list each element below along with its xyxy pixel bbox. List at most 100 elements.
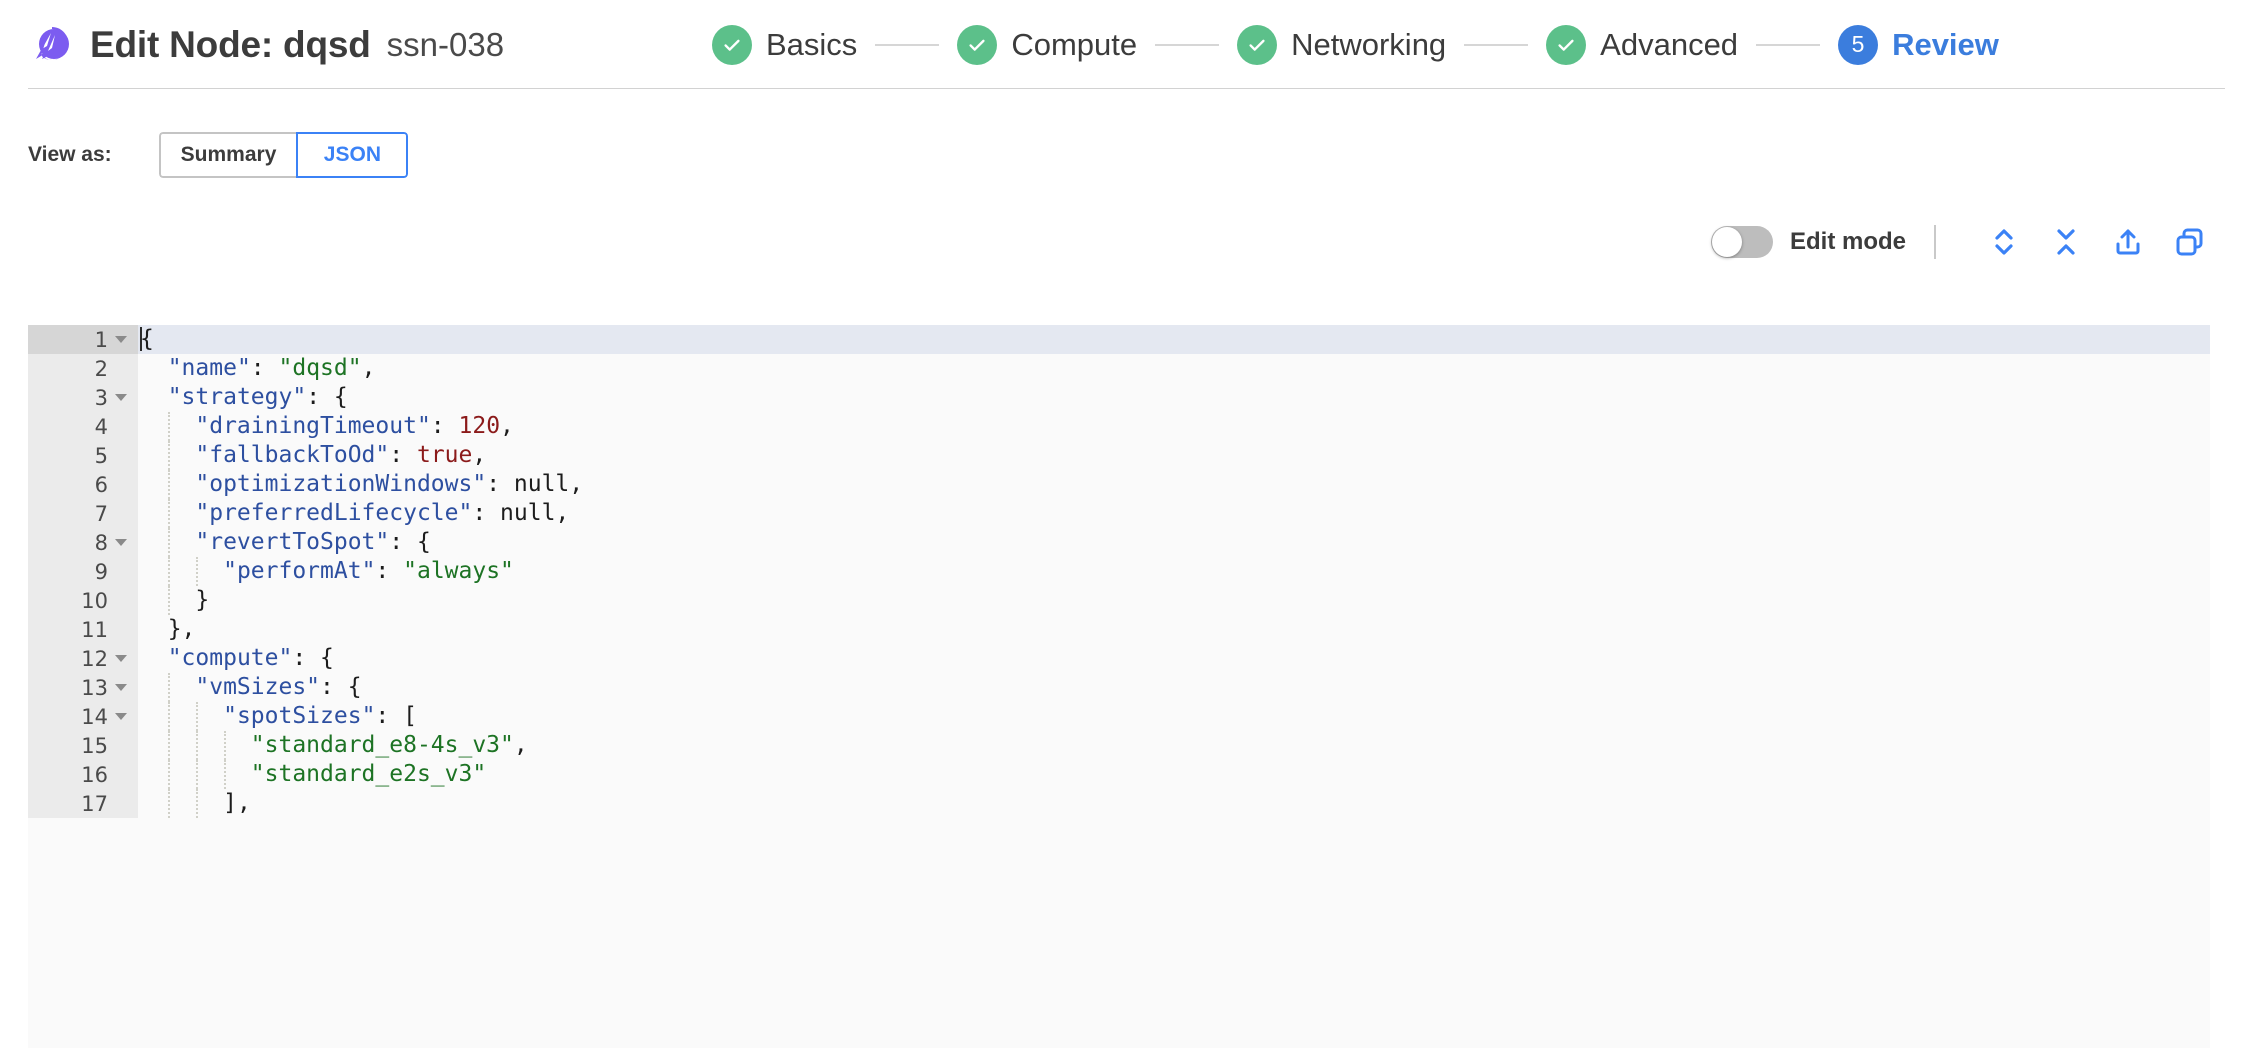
code-token: : {: [389, 529, 431, 555]
code-line[interactable]: 17 ],: [28, 789, 2210, 818]
indent-guide: [196, 557, 198, 586]
step-review[interactable]: 5 Review: [1838, 24, 1999, 65]
indent-guide: [168, 673, 170, 702]
fold-toggle-icon[interactable]: [112, 713, 130, 720]
code-line-text: "standard_e8-4s_v3",: [138, 731, 2210, 760]
code-token: "strategy": [167, 384, 307, 410]
indent-guide: [168, 441, 170, 470]
code-line-text: ],: [138, 789, 2210, 818]
step-basics-label: Basics: [766, 26, 858, 62]
step-networking[interactable]: Networking: [1237, 24, 1447, 65]
edit-mode-toggle[interactable]: [1710, 226, 1773, 258]
indent-guide: [196, 731, 198, 760]
code-line-text: "name": "dqsd",: [138, 354, 2210, 383]
view-as-toggle-group: Summary JSON: [158, 132, 409, 178]
fold-toggle-icon[interactable]: [112, 394, 130, 401]
step-networking-label: Networking: [1291, 26, 1447, 62]
step-compute[interactable]: Compute: [957, 24, 1137, 65]
line-number: 6: [94, 472, 108, 497]
code-token: : {: [320, 674, 362, 700]
collapse-all-icon[interactable]: [2046, 222, 2086, 262]
code-line[interactable]: 4 "drainingTimeout": 120,: [28, 412, 2210, 441]
code-token: {: [140, 326, 154, 352]
indent-guide: [168, 789, 170, 818]
code-line-text: "vmSizes": {: [138, 673, 2210, 702]
code-line[interactable]: 12 "compute": {: [28, 644, 2210, 673]
code-line[interactable]: 11 },: [28, 615, 2210, 644]
line-gutter: 8: [28, 528, 138, 557]
step-basics[interactable]: Basics: [712, 24, 858, 65]
brand: Edit Node: dqsd ssn-038: [28, 23, 504, 67]
line-gutter: 6: [28, 470, 138, 499]
line-number: 5: [94, 443, 108, 468]
code-line[interactable]: 14 "spotSizes": [: [28, 702, 2210, 731]
code-line[interactable]: 1{: [28, 325, 2210, 354]
code-line[interactable]: 15 "standard_e8-4s_v3",: [28, 731, 2210, 760]
line-number: 7: [94, 501, 108, 526]
code-line-text: "fallbackToOd": true,: [138, 441, 2210, 470]
code-token: true: [416, 442, 473, 468]
edit-mode-label: Edit mode: [1789, 228, 1906, 255]
line-gutter: 13: [28, 673, 138, 702]
line-gutter: 7: [28, 499, 138, 528]
code-token: 120: [458, 413, 501, 439]
line-number: 8: [94, 530, 108, 555]
view-as-json-button[interactable]: JSON: [296, 132, 409, 178]
code-token: "dqsd": [278, 355, 362, 381]
code-line-text: "standard_e2s_v3": [138, 760, 2210, 789]
toolbar-divider: [1934, 225, 1936, 259]
line-number: 13: [81, 675, 108, 700]
json-code-editor[interactable]: 1{2 "name": "dqsd",3 "strategy": {4 "dra…: [28, 325, 2210, 1048]
page-title: Edit Node: dqsd: [90, 23, 371, 65]
step-advanced[interactable]: Advanced: [1546, 24, 1739, 65]
code-line-text: "strategy": {: [138, 383, 2210, 412]
export-icon[interactable]: [2108, 222, 2148, 262]
code-token: "optimizationWindows": [195, 471, 487, 497]
code-line[interactable]: 10 }: [28, 586, 2210, 615]
step-connector-1: [875, 43, 940, 46]
line-number: 1: [94, 327, 108, 352]
code-token: "vmSizes": [195, 674, 321, 700]
expand-all-icon[interactable]: [1984, 222, 2024, 262]
step-advanced-label: Advanced: [1600, 26, 1739, 62]
code-line-text: "spotSizes": [: [138, 702, 2210, 731]
fold-toggle-icon[interactable]: [112, 539, 130, 546]
code-line[interactable]: 8 "revertToSpot": {: [28, 528, 2210, 557]
code-token: ,: [500, 413, 514, 439]
code-line[interactable]: 2 "name": "dqsd",: [28, 354, 2210, 383]
code-line[interactable]: 7 "preferredLifecycle": null,: [28, 499, 2210, 528]
line-gutter: 2: [28, 354, 138, 383]
fold-toggle-icon[interactable]: [112, 655, 130, 662]
step-review-marker: 5: [1838, 24, 1879, 65]
code-line-text: },: [138, 615, 2210, 644]
step-compute-marker: [957, 24, 998, 65]
line-number: 16: [81, 762, 108, 787]
line-number: 3: [94, 385, 108, 410]
indent-guide: [168, 557, 170, 586]
code-line-text: {: [138, 325, 2210, 354]
code-line[interactable]: 3 "strategy": {: [28, 383, 2210, 412]
line-gutter: 15: [28, 731, 138, 760]
copy-icon[interactable]: [2170, 222, 2210, 262]
code-line[interactable]: 6 "optimizationWindows": null,: [28, 470, 2210, 499]
fold-toggle-icon[interactable]: [112, 336, 130, 343]
code-line-text: }: [138, 586, 2210, 615]
code-token: },: [167, 616, 196, 642]
indent-guide: [168, 528, 170, 557]
code-token: : {: [292, 645, 334, 671]
code-token: : null,: [472, 500, 570, 526]
line-number: 12: [81, 646, 108, 671]
step-connector-3: [1464, 43, 1529, 46]
fold-toggle-icon[interactable]: [112, 684, 130, 691]
code-token: }: [195, 587, 210, 613]
header-divider: [28, 88, 2225, 89]
code-line[interactable]: 13 "vmSizes": {: [28, 673, 2210, 702]
code-line[interactable]: 5 "fallbackToOd": true,: [28, 441, 2210, 470]
code-token: :: [430, 413, 459, 439]
code-lines: 1{2 "name": "dqsd",3 "strategy": {4 "dra…: [28, 325, 2210, 818]
code-line[interactable]: 9 "performAt": "always": [28, 557, 2210, 586]
code-token: ],: [223, 790, 251, 816]
code-line[interactable]: 16 "standard_e2s_v3": [28, 760, 2210, 789]
view-as-summary-button[interactable]: Summary: [158, 132, 297, 178]
line-gutter: 1: [28, 325, 138, 354]
